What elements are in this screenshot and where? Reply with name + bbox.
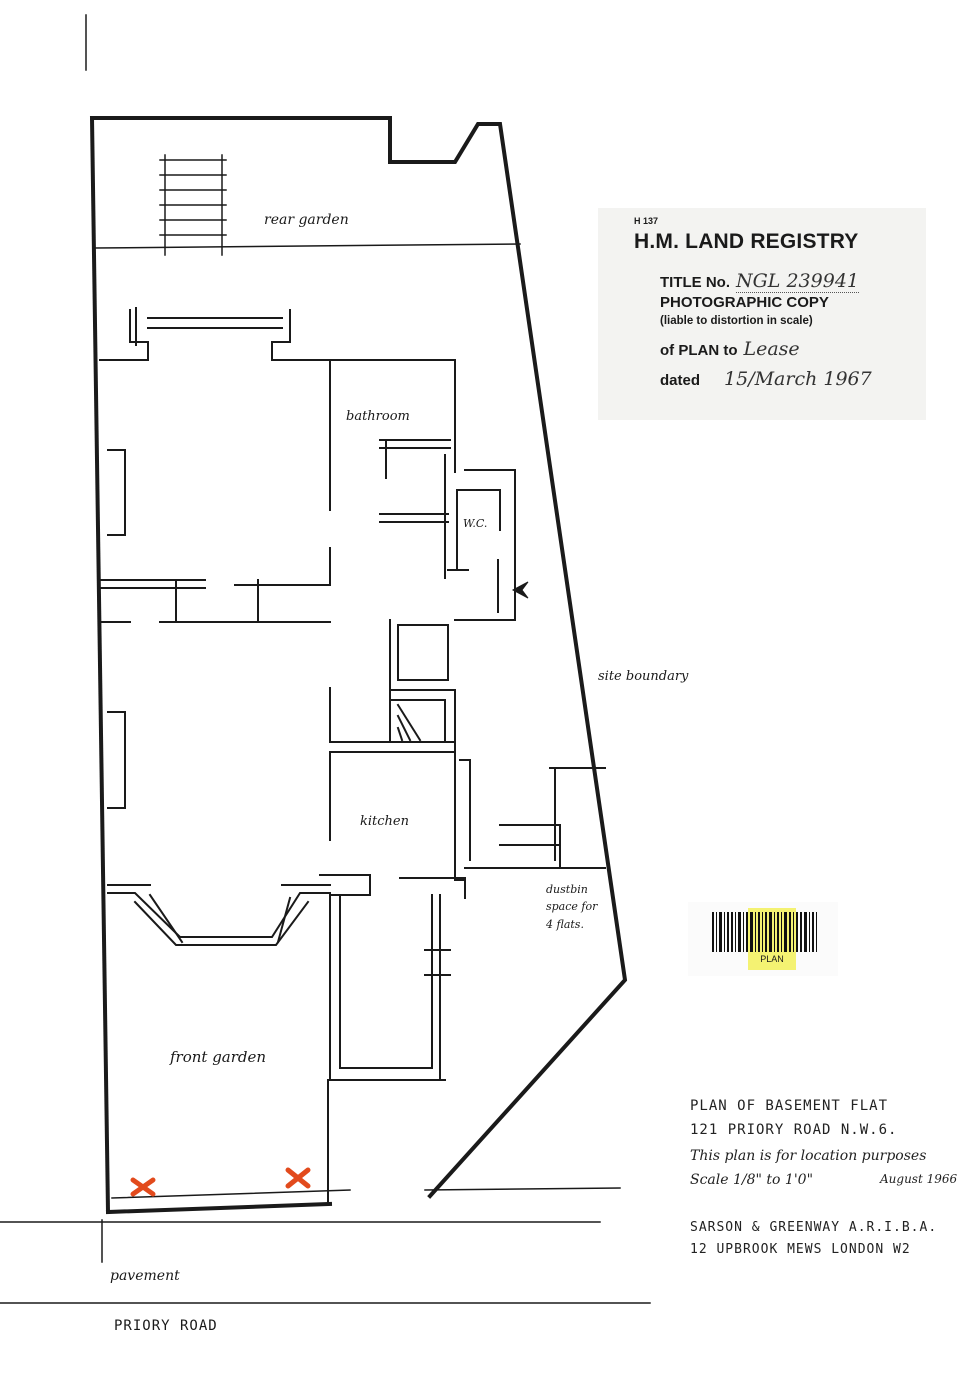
registry-code: H 137: [634, 216, 659, 226]
distortion-note: (liable to distortion in scale): [660, 315, 813, 327]
dated-value: 15/March 1967: [724, 368, 872, 390]
caption-date: August 1966: [880, 1172, 958, 1186]
hall-stair-walls: [329, 619, 606, 881]
rear-steps: [159, 154, 227, 256]
bathroom-label: bathroom: [346, 409, 410, 424]
bay-window: [107, 892, 331, 946]
front-garden-label: front garden: [169, 1048, 266, 1066]
rear-garden-label: rear garden: [264, 212, 349, 228]
dated-label: dated: [660, 372, 701, 389]
red-x-markers: [130, 1167, 311, 1197]
site-boundary-label: site boundary: [598, 669, 689, 684]
title-number-row: TITLE No. NGL 239941: [660, 270, 859, 293]
rear-room-walls: [99, 307, 456, 623]
bathroom-walls: [379, 439, 516, 621]
road-label: PRIORY ROAD: [114, 1318, 218, 1334]
barcode-sticker: PLAN: [688, 902, 838, 976]
caption-architect-address: 12 UPBROOK MEWS LONDON W2: [690, 1242, 911, 1257]
title-number-value: NGL 239941: [736, 270, 859, 293]
left-boundary-wall: [89, 115, 111, 1215]
caption-title: PLAN OF BASEMENT FLAT: [690, 1098, 889, 1114]
dustbin-label-2: space for: [546, 900, 598, 913]
land-registry-stamp: H 137 H.M. LAND REGISTRY TITLE No. NGL 23…: [598, 208, 926, 420]
kitchen-label: kitchen: [360, 814, 409, 829]
plan-to-value: Lease: [743, 338, 800, 360]
lightwell-walls: [327, 894, 451, 1206]
site-outline: [90, 116, 628, 1199]
plan-to-label: of PLAN to: [660, 342, 738, 359]
caption-architect: SARSON & GREENWAY A.R.I.B.A.: [690, 1220, 938, 1235]
registry-title: H.M. LAND REGISTRY: [634, 230, 859, 253]
dustbin-label-3: 4 flats.: [545, 918, 584, 931]
dustbin-label-1: dustbin: [546, 883, 588, 896]
wc-label: W.C.: [463, 517, 487, 530]
pavement-label: pavement: [110, 1268, 180, 1284]
plan-to-row: of PLAN to Lease: [660, 338, 800, 360]
photographic-copy-label: PHOTOGRAPHIC COPY: [660, 294, 829, 311]
title-number-label: TITLE No.: [660, 274, 730, 291]
caption-purpose: This plan is for location purposes: [690, 1148, 927, 1164]
caption-scale: Scale 1/8" to 1'0": [690, 1172, 814, 1188]
entrance-arrow: [511, 581, 529, 599]
front-room-walls: [107, 687, 471, 899]
barcode-highlight: [748, 908, 796, 970]
barcode-label: PLAN: [760, 954, 784, 964]
barcode-bars: [712, 912, 819, 952]
caption-address: 121 PRIORY ROAD N.W.6.: [690, 1122, 898, 1138]
dated-row: dated 15/March 1967: [660, 368, 872, 390]
